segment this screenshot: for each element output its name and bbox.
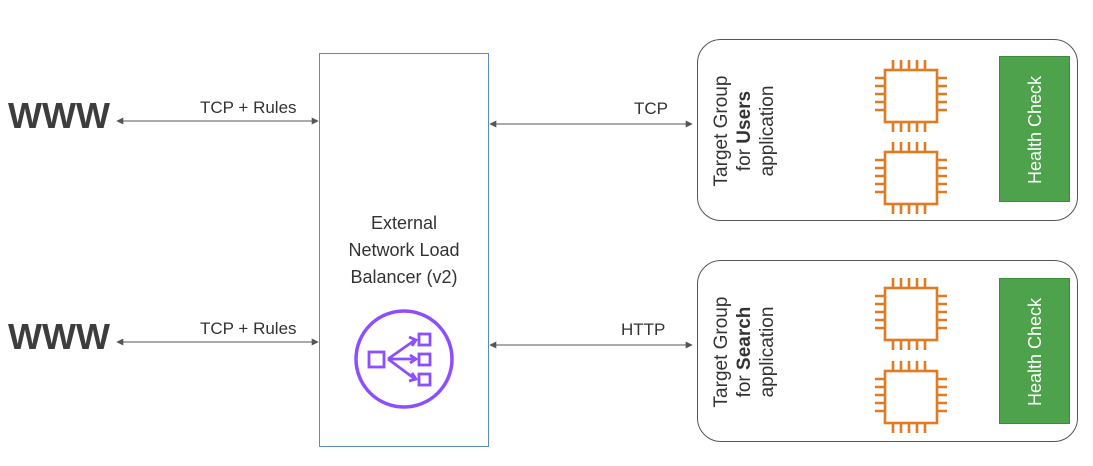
- target-group-2-protocol-label: HTTP: [621, 320, 666, 339]
- target-group-1-protocol-label: TCP: [634, 99, 668, 118]
- health-check-search: Health Check: [999, 278, 1070, 424]
- ec2-instance-icon: [875, 278, 947, 350]
- network-load-balancer-box: [319, 53, 489, 447]
- ec2-instance-icon: [875, 361, 947, 433]
- nlb-title-line-2: Network Load: [348, 240, 460, 260]
- nlb-title-line-3: Balancer (v2): [350, 267, 458, 287]
- target-group-search-line-2: for Search: [733, 261, 756, 443]
- nlb-title-line-1: External: [370, 213, 438, 233]
- target-group-users-line-2: for Users: [733, 40, 756, 222]
- health-check-users-label: Health Check: [1025, 75, 1045, 185]
- target-group-users-line-1: Target Group: [711, 75, 732, 187]
- target-group-users-line-3: application: [757, 85, 778, 177]
- client-2-protocol-label: TCP + Rules: [200, 319, 297, 338]
- target-group-users-label: Target Group for Users application: [710, 40, 830, 222]
- health-check-search-label: Health Check: [1025, 297, 1045, 407]
- target-group-search-line-3: application: [757, 306, 778, 398]
- health-check-users: Health Check: [999, 56, 1070, 202]
- target-group-search-app-name: Search: [734, 306, 755, 370]
- target-group-users-app-name: Users: [734, 90, 755, 144]
- client-www-1: WWW: [8, 95, 110, 136]
- client-www-2: WWW: [8, 316, 110, 357]
- target-group-search-for: for: [734, 369, 755, 398]
- network-load-balancer-title: External Network Load Balancer (v2): [319, 210, 489, 291]
- client-1-protocol-label: TCP + Rules: [200, 98, 297, 117]
- target-group-users-for: for: [734, 143, 755, 172]
- ec2-instance-icon: [875, 60, 947, 132]
- network-load-balancer-icon: [354, 309, 454, 409]
- target-group-search-line-1: Target Group: [711, 296, 732, 408]
- target-group-search-label: Target Group for Search application: [710, 261, 830, 443]
- ec2-instance-icon: [875, 142, 947, 214]
